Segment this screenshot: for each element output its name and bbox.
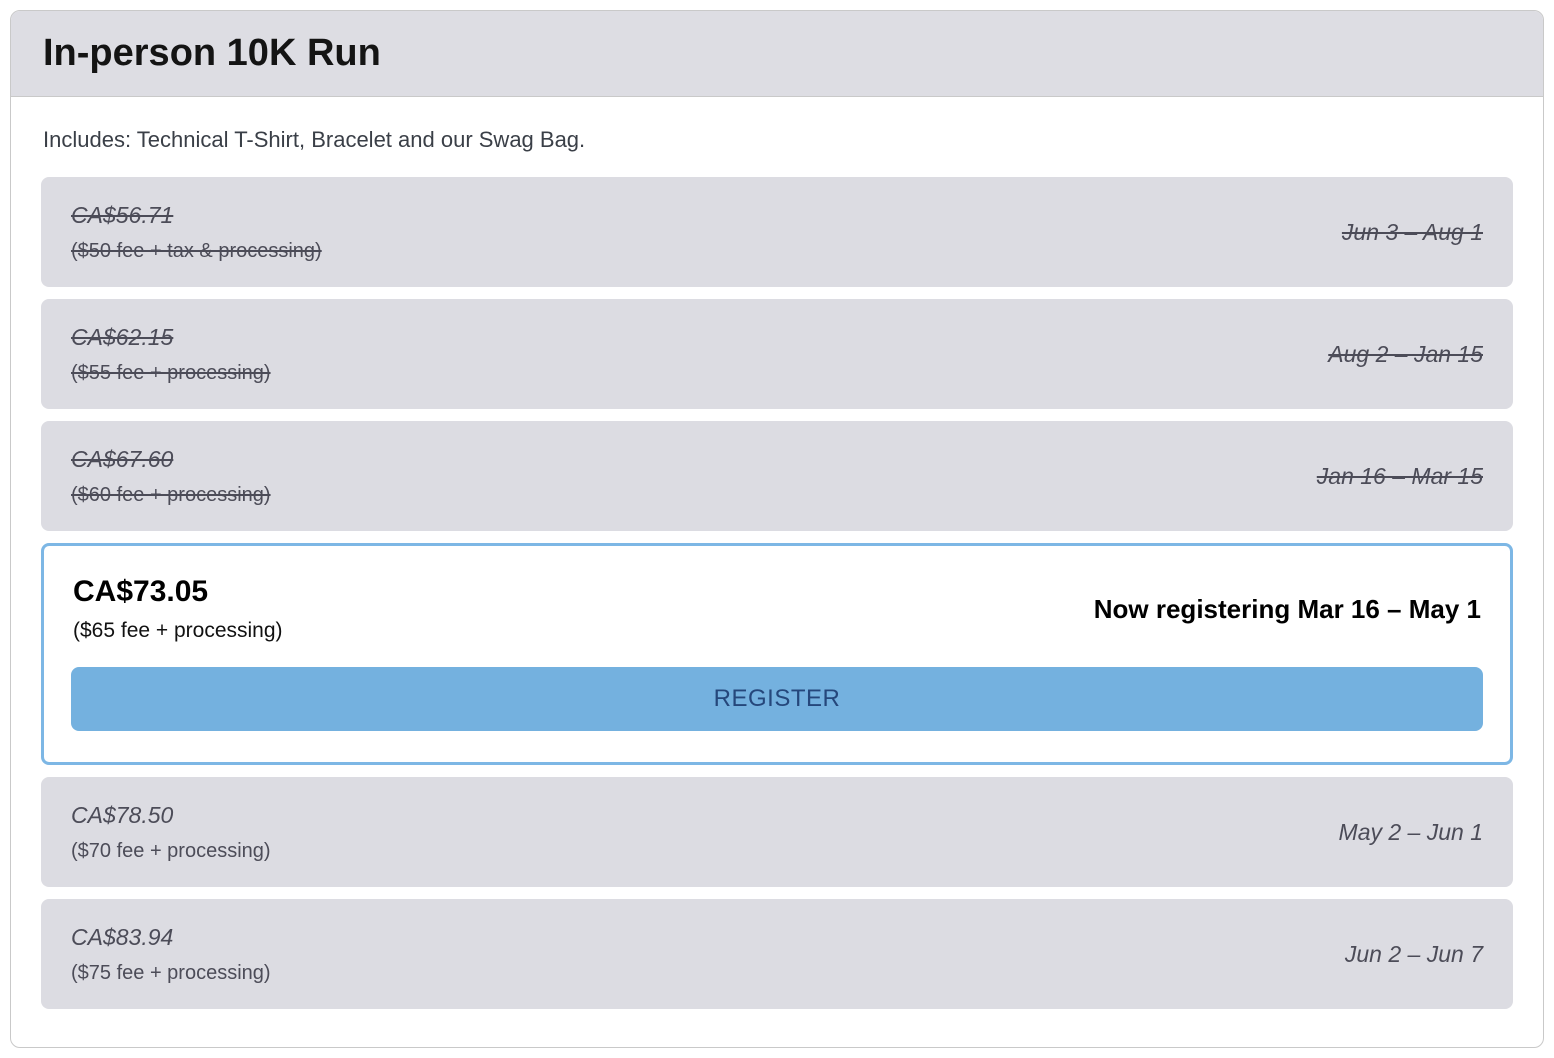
tier-price-block: CA$78.50 ($70 fee + processing)	[71, 802, 271, 863]
active-tier-info: CA$73.05 ($65 fee + processing) Now regi…	[71, 575, 1483, 643]
tier-price: CA$62.15	[71, 324, 271, 351]
tier-price-block: CA$83.94 ($75 fee + processing)	[71, 924, 271, 985]
tier-price-block: CA$56.71 ($50 fee + tax & processing)	[71, 202, 322, 263]
tier-dates: Aug 2 – Jan 15	[1328, 341, 1483, 368]
card-header: In-person 10K Run	[11, 11, 1543, 97]
includes-description: Includes: Technical T-Shirt, Bracelet an…	[43, 127, 1513, 153]
tier-dates: Jun 3 – Aug 1	[1342, 219, 1483, 246]
tier-dates: Jan 16 – Mar 15	[1317, 463, 1483, 490]
pricing-tier-active: CA$73.05 ($65 fee + processing) Now regi…	[41, 543, 1513, 765]
now-registering-label: Now registering Mar 16 – May 1	[1094, 594, 1481, 625]
tier-price: CA$83.94	[71, 924, 271, 951]
pricing-tier-future-1: CA$78.50 ($70 fee + processing) May 2 – …	[41, 777, 1513, 887]
pricing-tier-past-3: CA$67.60 ($60 fee + processing) Jan 16 –…	[41, 421, 1513, 531]
pricing-tier-past-2: CA$62.15 ($55 fee + processing) Aug 2 – …	[41, 299, 1513, 409]
card-content: Includes: Technical T-Shirt, Bracelet an…	[11, 127, 1543, 1009]
register-button[interactable]: REGISTER	[71, 667, 1483, 731]
page-title: In-person 10K Run	[43, 32, 381, 75]
tier-price: CA$78.50	[71, 802, 271, 829]
tier-fee: ($75 fee + processing)	[71, 962, 271, 985]
pricing-tier-past-1: CA$56.71 ($50 fee + tax & processing) Ju…	[41, 177, 1513, 287]
tier-dates: Jun 2 – Jun 7	[1345, 941, 1483, 968]
tier-price-block: CA$62.15 ($55 fee + processing)	[71, 324, 271, 385]
tier-price-block: CA$73.05 ($65 fee + processing)	[73, 575, 283, 643]
tier-fee: ($50 fee + tax & processing)	[71, 240, 322, 263]
tier-fee: ($70 fee + processing)	[71, 840, 271, 863]
registration-card: In-person 10K Run Includes: Technical T-…	[10, 10, 1544, 1048]
tier-price: CA$67.60	[71, 446, 271, 473]
tier-fee: ($65 fee + processing)	[73, 619, 283, 643]
tier-dates: May 2 – Jun 1	[1339, 819, 1483, 846]
tier-fee: ($55 fee + processing)	[71, 362, 271, 385]
tier-price: CA$73.05	[73, 575, 283, 609]
tier-price-block: CA$67.60 ($60 fee + processing)	[71, 446, 271, 507]
pricing-tier-future-2: CA$83.94 ($75 fee + processing) Jun 2 – …	[41, 899, 1513, 1009]
tier-price: CA$56.71	[71, 202, 322, 229]
tier-fee: ($60 fee + processing)	[71, 484, 271, 507]
